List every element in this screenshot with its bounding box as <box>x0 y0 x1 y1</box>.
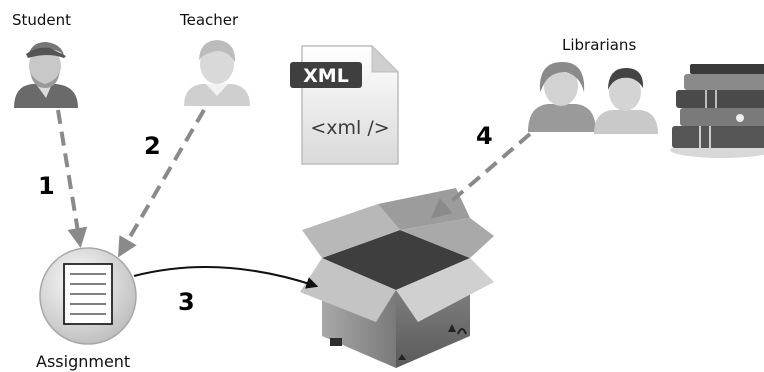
assignment-document-icon <box>39 247 137 345</box>
student-icon <box>14 42 78 108</box>
teacher-icon <box>184 40 250 106</box>
xml-content-text: <xml /> <box>310 117 389 139</box>
xml-badge-text: XML <box>303 65 349 87</box>
step-2-label: 2 <box>144 132 161 160</box>
librarian-female-icon <box>528 62 596 132</box>
arrow-teacher-to-assignment <box>117 108 206 258</box>
arrow-student-to-assignment <box>56 109 88 248</box>
step-1-label: 1 <box>38 172 55 200</box>
assignment-label: Assignment <box>36 352 131 371</box>
student-label: Student <box>12 11 72 29</box>
step-4-label: 4 <box>476 122 493 150</box>
books-stack-icon <box>670 64 764 158</box>
arrow-assignment-to-box <box>133 266 319 289</box>
step-3-label: 3 <box>178 288 195 316</box>
teacher-label: Teacher <box>180 11 239 29</box>
xml-badge <box>290 62 362 88</box>
open-box-icon <box>300 188 494 368</box>
xml-file-icon: XML <xml /> <box>290 44 400 165</box>
librarian-male-icon <box>594 68 658 134</box>
librarians-label: Librarians <box>562 36 637 54</box>
